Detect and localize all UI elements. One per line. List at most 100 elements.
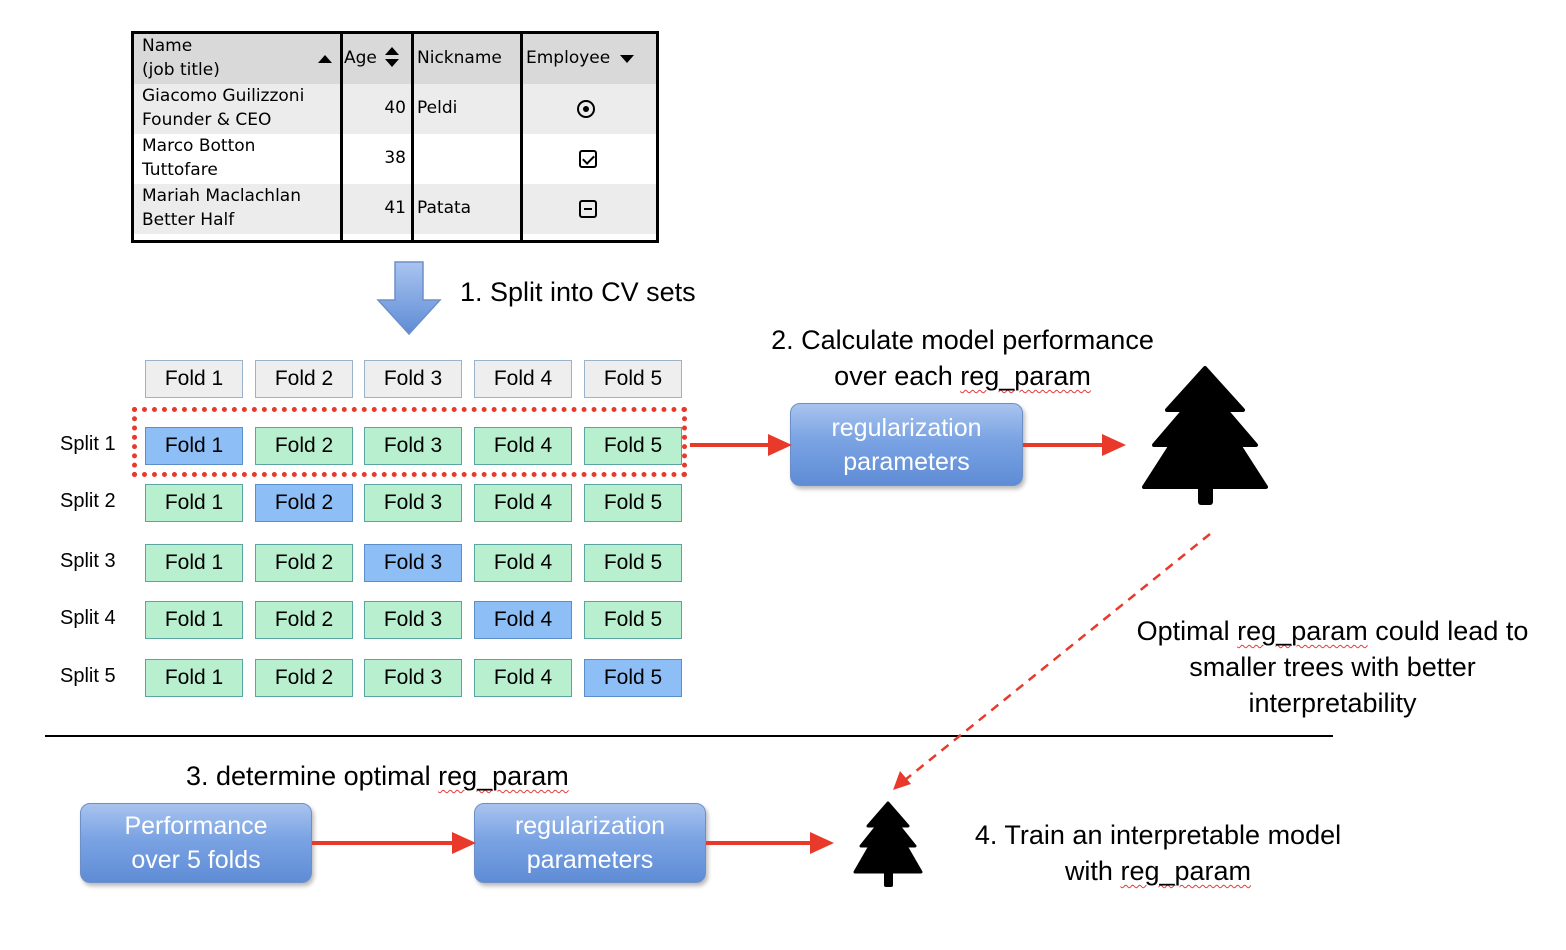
split-label: Split 3 (60, 550, 116, 572)
box-line2: parameters (526, 846, 654, 874)
note-text: Optimal (1136, 616, 1238, 646)
split-label: Split 4 (60, 607, 116, 629)
table-row (134, 84, 656, 134)
header-nickname[interactable]: Nickname (417, 48, 502, 68)
train-fold-cell: Fold 5 (584, 484, 682, 522)
step4-line1: 4. Train an interpretable model (974, 820, 1342, 850)
step4-term: reg_param (1120, 856, 1252, 886)
train-fold-cell: Fold 4 (474, 484, 572, 522)
table-row (134, 184, 656, 234)
step2-line2: over each reg_param (720, 358, 1205, 394)
step2-line2-text: over each (834, 361, 961, 391)
step4-line2: with reg_param (948, 853, 1368, 889)
header-age[interactable]: Age (344, 48, 377, 68)
test-fold-cell: Fold 4 (474, 601, 572, 639)
split1-highlight (132, 407, 687, 477)
train-fold-cell: Fold 3 (364, 659, 462, 697)
arrow-perf-to-reg-params (312, 832, 476, 854)
column-divider (520, 34, 523, 240)
step3-term: reg_param (438, 761, 569, 791)
train-fold-cell: Fold 4 (474, 659, 572, 697)
cell-age: 40 (384, 98, 406, 118)
fold-header-cell: Fold 3 (364, 360, 462, 398)
note-line3: interpretability (1248, 688, 1417, 718)
box-line2: over 5 folds (131, 846, 261, 874)
reg-params-box-bottom: regularization parameters (474, 803, 706, 883)
train-fold-cell: Fold 5 (584, 544, 682, 582)
test-fold-cell: Fold 2 (255, 484, 353, 522)
cell-title: Founder & CEO (142, 110, 272, 130)
cell-name: Mariah Maclachlan (142, 186, 302, 206)
data-table: Name (job title) Age Nickname Employee G… (131, 31, 659, 243)
header-name-subtitle: (job title) (142, 60, 220, 80)
train-fold-cell: Fold 5 (584, 601, 682, 639)
train-fold-cell: Fold 3 (364, 427, 462, 465)
train-fold-cell: Fold 1 (145, 544, 243, 582)
chevron-down-icon[interactable] (620, 55, 634, 63)
note-term: reg_param (1237, 616, 1368, 646)
checkbox-checked-icon[interactable] (579, 150, 597, 168)
step1-label: 1. Split into CV sets (460, 277, 696, 307)
section-divider (45, 735, 1333, 737)
split-label: Split 1 (60, 433, 116, 455)
fold-header-cell: Fold 4 (474, 360, 572, 398)
optimal-note: Optimal reg_param could lead to smaller … (1110, 613, 1555, 721)
train-fold-cell: Fold 1 (145, 659, 243, 697)
train-fold-cell: Fold 1 (145, 484, 243, 522)
split-label: Split 2 (60, 490, 116, 512)
step3-label: 3. determine optimal reg_param (186, 758, 569, 794)
checkbox-indeterminate-icon[interactable] (579, 200, 597, 218)
box-line1: Performance (124, 812, 268, 840)
column-divider (411, 34, 414, 240)
down-arrow-icon (376, 261, 442, 336)
fold-header-cell: Fold 2 (255, 360, 353, 398)
train-fold-cell: Fold 2 (255, 544, 353, 582)
header-name[interactable]: Name (142, 36, 193, 56)
sort-up-icon[interactable] (385, 47, 399, 55)
step2-line1: 2. Calculate model performance (771, 325, 1154, 355)
step3-text: 3. determine optimal (186, 761, 439, 791)
sort-ascending-icon[interactable] (318, 55, 332, 63)
cell-age: 38 (384, 148, 406, 168)
train-fold-cell: Fold 4 (474, 544, 572, 582)
step2-term: reg_param (960, 361, 1091, 391)
cell-nickname: Patata (417, 198, 472, 218)
table-row (134, 134, 656, 184)
fold-header-cell: Fold 5 (584, 360, 682, 398)
note-line2: smaller trees with better (1189, 652, 1476, 682)
arrow-to-reg-params (690, 434, 792, 456)
box-line1: regularization (831, 413, 982, 442)
step2-caption: 2. Calculate model performance over each… (720, 322, 1205, 394)
sort-down-icon[interactable] (385, 59, 399, 67)
reg-params-box-top: regularization parameters (790, 403, 1023, 486)
dashed-arrow-to-small-tree (893, 533, 1211, 790)
cell-title: Tuttofare (142, 160, 218, 180)
train-fold-cell: Fold 2 (255, 601, 353, 639)
train-fold-cell: Fold 5 (584, 427, 682, 465)
arrow-to-small-tree (706, 832, 834, 854)
split-label: Split 5 (60, 665, 116, 687)
cell-name: Marco Botton (142, 136, 256, 156)
cell-nickname: Peldi (417, 98, 458, 118)
cell-title: Better Half (142, 210, 235, 230)
test-fold-cell: Fold 5 (584, 659, 682, 697)
cell-age: 41 (384, 198, 406, 218)
train-fold-cell: Fold 2 (255, 659, 353, 697)
step4-text: with (1064, 856, 1121, 886)
note-text: could lead to (1367, 616, 1529, 646)
train-fold-cell: Fold 2 (255, 427, 353, 465)
train-fold-cell: Fold 1 (145, 601, 243, 639)
arrow-to-large-tree (1023, 434, 1126, 456)
small-tree-icon (853, 801, 923, 887)
train-fold-cell: Fold 3 (364, 484, 462, 522)
performance-box: Performance over 5 folds (80, 803, 312, 883)
cell-name: Giacomo Guilizzoni (142, 86, 305, 106)
fold-header-cell: Fold 1 (145, 360, 243, 398)
column-divider (340, 34, 343, 240)
large-tree-icon (1142, 366, 1268, 505)
header-employee[interactable]: Employee (526, 48, 611, 68)
train-fold-cell: Fold 3 (364, 601, 462, 639)
radio-selected-icon[interactable] (577, 100, 595, 118)
note-line1: Optimal reg_param could lead to (1110, 613, 1555, 649)
